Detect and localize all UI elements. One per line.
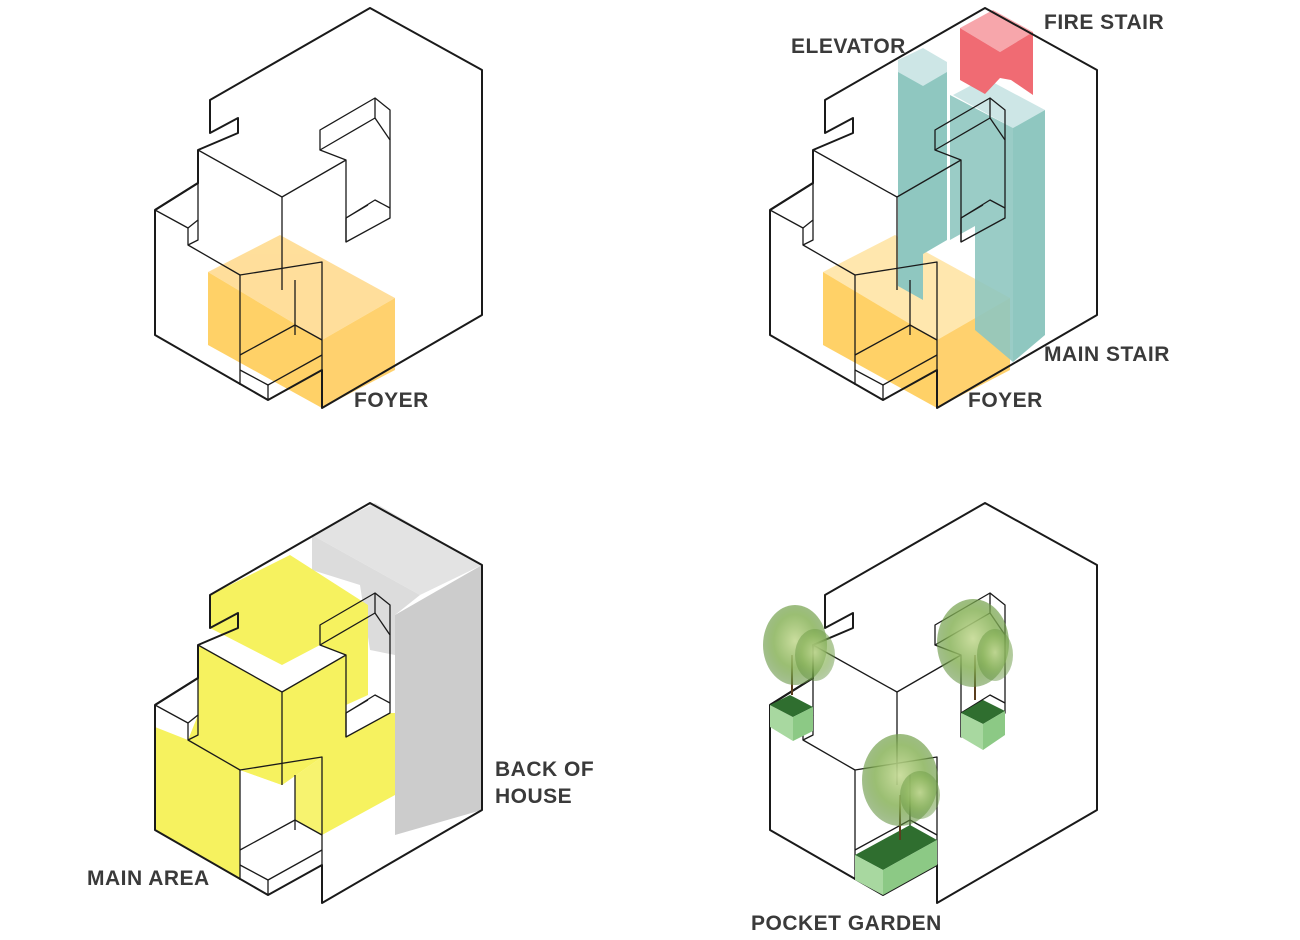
garden-planter-right (961, 700, 1005, 750)
label-fire-stair: FIRE STAIR (1044, 11, 1165, 34)
back-of-house-volume (312, 503, 482, 835)
panel-circulation (769, 7, 1098, 409)
foyer-volume (208, 235, 395, 408)
tree-bottom (862, 734, 940, 840)
tree-right (937, 599, 1013, 700)
label-back-of-house-line2: HOUSE (495, 785, 573, 808)
tree-left (763, 605, 835, 695)
garden-planter-bottom (855, 825, 937, 895)
panel-program (154, 502, 483, 904)
fire-stair-volume (960, 10, 1033, 95)
label-back-of-house-line1: BACK OF (495, 758, 595, 781)
panel-foyer (154, 7, 483, 409)
label-elevator: ELEVATOR (791, 35, 906, 58)
garden-planter-left (770, 695, 813, 741)
label-foyer-a: FOYER (354, 389, 429, 412)
main-area-volume (155, 555, 395, 880)
elevator-shaft (898, 48, 947, 300)
label-foyer-b: FOYER (968, 389, 1043, 412)
main-stair-shaft (950, 78, 1045, 362)
label-pocket-garden: POCKET GARDEN (751, 912, 942, 935)
label-main-area: MAIN AREA (87, 867, 210, 890)
panel-garden (763, 502, 1098, 904)
label-main-stair: MAIN STAIR (1044, 343, 1170, 366)
